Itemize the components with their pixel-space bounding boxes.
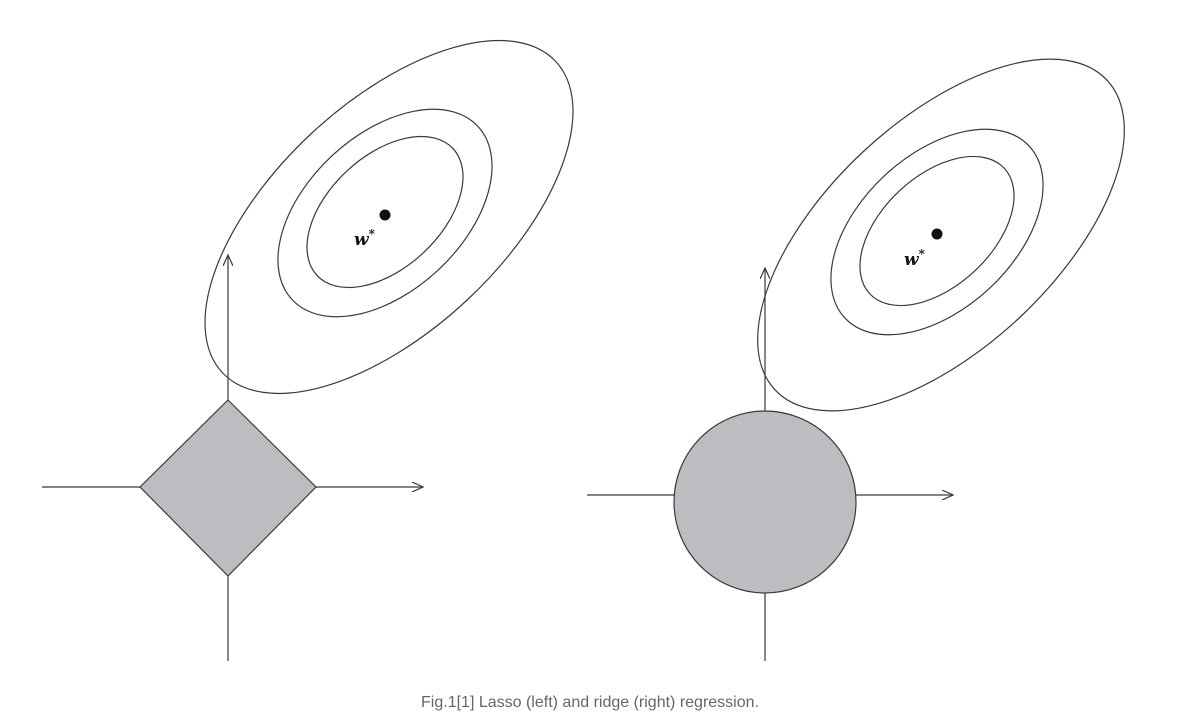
ridge-contour-middle bbox=[830, 128, 1044, 336]
ridge-contours bbox=[757, 58, 1125, 412]
ridge-optimum-label: w* bbox=[904, 247, 926, 270]
ridge-panel: w* bbox=[587, 58, 1125, 661]
ridge-circle-constraint bbox=[673, 410, 857, 594]
regression-figure: w* w* bbox=[42, 39, 1125, 661]
lasso-contour-outer bbox=[204, 39, 574, 395]
ridge-w-superscript: * bbox=[919, 247, 926, 261]
figure-caption: Fig.1[1] Lasso (left) and ridge (right) … bbox=[421, 694, 759, 711]
lasso-contours bbox=[204, 39, 574, 395]
lasso-panel: w* bbox=[42, 39, 574, 661]
lasso-contour-inner bbox=[306, 135, 464, 289]
lasso-w-symbol: w bbox=[354, 230, 370, 250]
lasso-contour-middle bbox=[277, 108, 493, 318]
ridge-optimum-point bbox=[931, 228, 943, 240]
ridge-w-symbol: w bbox=[904, 250, 920, 270]
lasso-optimum-label: w* bbox=[354, 227, 376, 250]
ridge-contour-outer bbox=[757, 58, 1125, 412]
lasso-diamond-constraint bbox=[139, 399, 317, 577]
ridge-contour-inner bbox=[859, 155, 1015, 307]
lasso-w-superscript: * bbox=[369, 227, 376, 241]
lasso-optimum-point bbox=[379, 209, 391, 221]
